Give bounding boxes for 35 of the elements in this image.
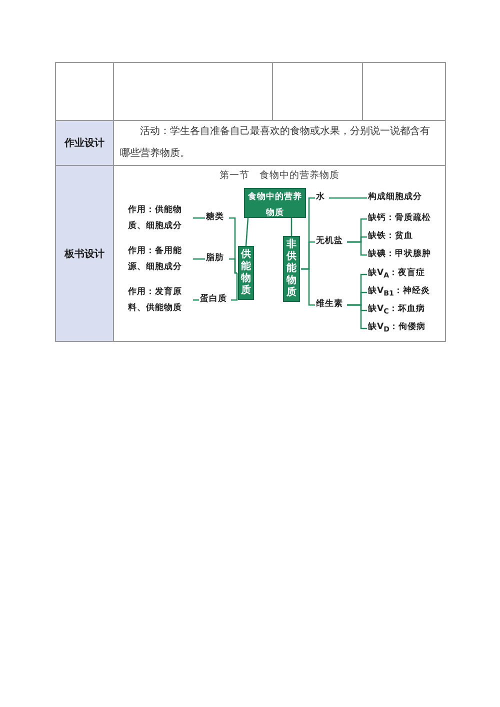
- connector-line: [245, 218, 249, 246]
- node-text: 缺V$_{B1}$：神经炎: [368, 285, 438, 300]
- category-box: 供能物质: [238, 246, 254, 300]
- connector-line: [193, 258, 205, 260]
- node-text: 无机盐: [316, 235, 346, 249]
- row-header: 板书设计: [56, 166, 114, 342]
- connector-line: [229, 258, 237, 274]
- activity-text: 活动：学生各自准备自己最喜欢的食物或水果，分别说一说都含有哪些营养物质。: [114, 120, 446, 166]
- connector-line: [193, 299, 199, 301]
- category-box: 非供能物质: [283, 236, 300, 302]
- node-text: 蛋白质: [200, 293, 230, 307]
- node-text: 脂肪: [206, 252, 228, 266]
- node-text: 水: [316, 191, 328, 205]
- connector-line: [231, 272, 238, 301]
- node-text: 作用：备用能源、细胞成分: [128, 243, 192, 275]
- connector-line: [301, 268, 315, 306]
- node-text: 缺V$_{A}$：夜盲症: [368, 267, 438, 282]
- board-title: 第一节 食物中的营养物质: [218, 169, 340, 182]
- connector-line: [329, 197, 367, 199]
- node-text: 缺铁：贫血: [368, 230, 432, 244]
- row-header: 作业设计: [56, 120, 114, 166]
- node-text: 缺V$_{C}$：坏血病: [368, 303, 438, 318]
- node-text: 缺碘：甲状腺肿: [368, 248, 432, 262]
- node-text: 缺V$_{D}$：佝偻病: [368, 321, 438, 336]
- connector-line: [193, 217, 205, 219]
- node-text: 维生素: [316, 298, 346, 312]
- node-text: 糖类: [206, 211, 228, 225]
- node-text: 作用：供能物质、细胞成分: [128, 202, 192, 234]
- connector-line: [347, 304, 367, 330]
- connector-line: [290, 218, 292, 236]
- node-text: 缺钙：骨质疏松: [368, 212, 432, 226]
- topic-box: 食物中的营养物质: [244, 188, 306, 218]
- connector-line: [347, 241, 367, 256]
- node-text: 作用：发育原料、供能物质: [128, 284, 192, 316]
- node-text: 构成细胞成分: [368, 191, 428, 205]
